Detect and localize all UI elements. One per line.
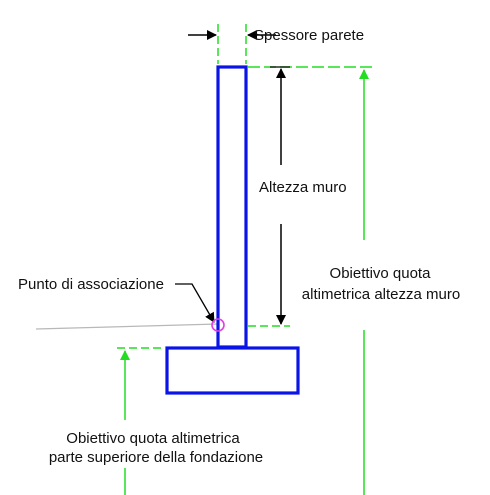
target-wall-height-label-line1: Obiettivo quota — [330, 265, 432, 282]
target-wall-height-label-line2: altimetrica altezza muro — [302, 286, 460, 303]
target-footing-top-label-line2: parte superiore della fondazione — [49, 449, 263, 466]
attachment-point-label: Punto di associazione — [18, 276, 164, 293]
wall-stem — [216, 65, 248, 349]
wall-height-label: Altezza muro — [259, 179, 347, 196]
attachment-leader — [175, 283, 215, 323]
ground-line — [35, 323, 219, 330]
attachment-point-marker — [211, 318, 225, 332]
footing — [165, 346, 300, 395]
wall-thickness-label: Spessore parete — [254, 27, 364, 44]
target-footing-top-label-line1: Obiettivo quota altimetrica — [66, 430, 240, 447]
